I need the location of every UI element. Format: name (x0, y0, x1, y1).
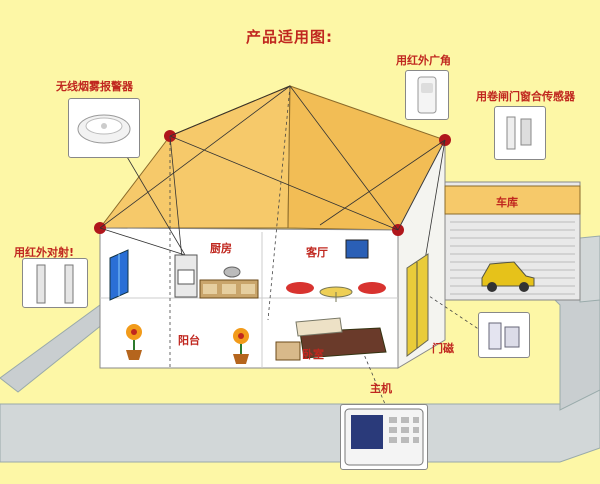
host-panel-image (340, 404, 428, 470)
label-smoke-alarm: 无线烟雾报警器 (56, 80, 133, 93)
beam-detector-image (22, 258, 88, 308)
alarm-panel-icon (344, 408, 424, 466)
smoke-detector-icon (77, 114, 131, 144)
door-sensor-icon (488, 322, 520, 350)
smoke-alarm-image (68, 98, 140, 158)
label-beam-detector: 用红外对射! (14, 246, 75, 259)
pir-wide-image (405, 70, 449, 120)
label-kitchen: 厨房 (210, 242, 232, 255)
label-bedroom: 卧室 (302, 348, 324, 361)
shutter-sensor-icon (506, 116, 532, 150)
car-icon (481, 261, 535, 292)
flower-pot-right (233, 328, 249, 364)
label-balcony: 阳台 (178, 334, 200, 347)
page-title: 产品适用图: (246, 28, 333, 46)
house-roof (98, 85, 446, 231)
label-door-sensor: 门磁 (432, 342, 454, 355)
label-pir-wide: 用红外广角 (396, 54, 451, 67)
door-sensor-image (478, 312, 530, 358)
label-shutter-sensor: 用卷闸门窗合传感器 (476, 90, 575, 103)
flower-pot-left (126, 324, 142, 360)
detection-lines (99, 85, 446, 291)
label-garage: 车库 (496, 196, 518, 209)
dashed-lines (169, 85, 481, 405)
living-room-furniture (286, 239, 386, 302)
label-host: 主机 (370, 382, 392, 395)
label-living-room: 客厅 (306, 246, 328, 259)
pir-sensor-icon (417, 76, 437, 114)
garage (444, 181, 581, 301)
sensor-nodes (94, 130, 451, 236)
door-right (406, 253, 429, 358)
bedroom-furniture (275, 317, 387, 361)
kitchen-furniture (174, 254, 259, 299)
beam-detector-icon (36, 264, 74, 304)
shutter-sensor-image (494, 106, 546, 160)
window-left (109, 249, 129, 301)
